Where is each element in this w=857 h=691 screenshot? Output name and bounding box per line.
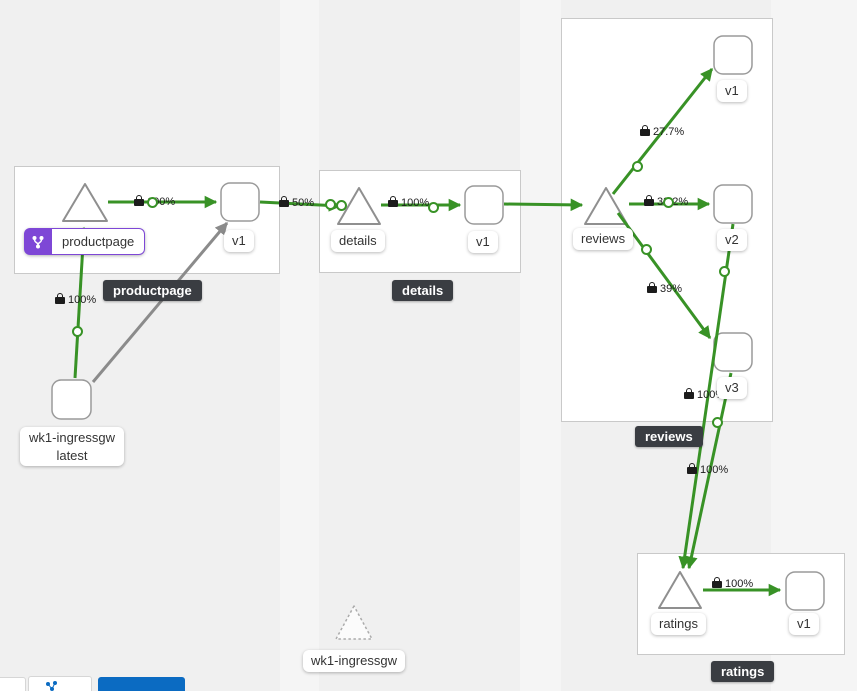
edge-label-details-v1[interactable]: 100% xyxy=(388,195,430,209)
idle-ingressgw-service-node[interactable] xyxy=(335,605,373,640)
ratings-service-node[interactable] xyxy=(658,571,702,609)
edge-reviewsv2-to-ratings[interactable] xyxy=(678,223,735,570)
reviews-v3-node[interactable] xyxy=(713,332,753,372)
traffic-dot xyxy=(663,197,674,208)
productpage-group-badge: productpage xyxy=(103,280,202,301)
legend-button[interactable] xyxy=(98,677,185,691)
reviews-v2-node[interactable] xyxy=(713,184,753,224)
mtls-lock-icon xyxy=(388,195,398,207)
mtls-lock-icon xyxy=(712,576,722,588)
traffic-dot xyxy=(428,202,439,213)
edge-percent: 50% xyxy=(292,197,315,209)
reviews-v1-label[interactable]: v1 xyxy=(717,80,747,102)
virtual-service-icon xyxy=(24,228,52,255)
traffic-dot xyxy=(336,200,347,211)
ratings-v1-label[interactable]: v1 xyxy=(789,613,819,635)
details-service-label[interactable]: details xyxy=(331,230,385,252)
mtls-lock-icon xyxy=(687,462,697,474)
productpage-service-label-text: productpage xyxy=(52,228,146,255)
reviews-v1-node[interactable] xyxy=(713,35,753,75)
edge-detailsv1-to-reviews[interactable] xyxy=(503,198,584,212)
productpage-v1-label[interactable]: v1 xyxy=(224,230,254,252)
zoom-control-chip[interactable] xyxy=(0,677,26,691)
productpage-v1-node[interactable] xyxy=(220,182,260,222)
edge-percent: 100% xyxy=(700,464,729,476)
details-group-badge: details xyxy=(392,280,454,301)
traffic-dot xyxy=(147,197,158,208)
ingressgw-name: wk1-ingressgw xyxy=(29,430,115,445)
background-band xyxy=(280,0,319,691)
ingressgw-workload-label[interactable]: wk1-ingressgw latest xyxy=(20,427,124,467)
details-v1-label[interactable]: v1 xyxy=(468,231,498,253)
edge-reviews-to-v3[interactable] xyxy=(616,212,712,340)
edge-percent: 100% xyxy=(401,197,430,209)
productpage-service-node[interactable] xyxy=(62,183,108,222)
edge-label-reviews-v1[interactable]: 27.7% xyxy=(640,124,685,138)
edge-percent: 100% xyxy=(725,578,754,590)
traffic-dot xyxy=(632,161,643,172)
edge-percent: 100% xyxy=(68,294,97,306)
mtls-lock-icon xyxy=(647,281,657,293)
traffic-dot xyxy=(72,326,83,337)
ratings-group-badge: ratings xyxy=(711,661,775,682)
edge-percent: 27.7% xyxy=(653,126,685,138)
edge-reviews-to-v1[interactable] xyxy=(611,68,714,195)
details-v1-node[interactable] xyxy=(464,185,504,225)
reviews-service-node[interactable] xyxy=(584,187,628,225)
reviews-v3-label[interactable]: v3 xyxy=(717,377,747,399)
edge-label-ingress-productpage[interactable]: 100% xyxy=(55,292,97,306)
reviews-group-badge: reviews xyxy=(635,426,703,447)
details-service-node[interactable] xyxy=(337,187,381,225)
background-band xyxy=(520,0,561,691)
edge-ingress-to-productpage-v1[interactable] xyxy=(91,222,229,383)
mtls-lock-icon xyxy=(55,292,65,304)
edge-label-productpagev1-details[interactable]: 50% xyxy=(279,195,315,209)
graph-control-chip[interactable] xyxy=(28,676,92,691)
edge-reviewsv3-to-ratings[interactable] xyxy=(685,372,733,570)
edge-label-ratings-v1[interactable]: 100% xyxy=(712,576,754,590)
mtls-lock-icon xyxy=(279,195,289,207)
mtls-lock-icon xyxy=(684,387,694,399)
productpage-service-label[interactable]: productpage xyxy=(24,228,146,255)
traffic-dot xyxy=(325,199,336,210)
mtls-lock-icon xyxy=(640,124,650,136)
ratings-v1-node[interactable] xyxy=(785,571,825,611)
ratings-service-label[interactable]: ratings xyxy=(651,613,707,635)
traffic-dot xyxy=(719,266,730,277)
reviews-v2-label[interactable]: v2 xyxy=(717,229,747,251)
reviews-service-label[interactable]: reviews xyxy=(573,228,634,250)
edge-label-reviewsv3-ratings[interactable]: 100% xyxy=(687,462,729,476)
traffic-dot xyxy=(712,417,723,428)
traffic-dot xyxy=(641,244,652,255)
idle-ingressgw-label[interactable]: wk1-ingressgw xyxy=(303,650,405,672)
edge-label-reviews-v3[interactable]: 39% xyxy=(647,281,683,295)
ingressgw-version: latest xyxy=(56,447,88,463)
ingressgw-workload-node[interactable] xyxy=(51,379,92,420)
mtls-lock-icon xyxy=(644,194,654,206)
edge-percent: 39% xyxy=(660,283,683,295)
mtls-lock-icon xyxy=(134,194,144,206)
